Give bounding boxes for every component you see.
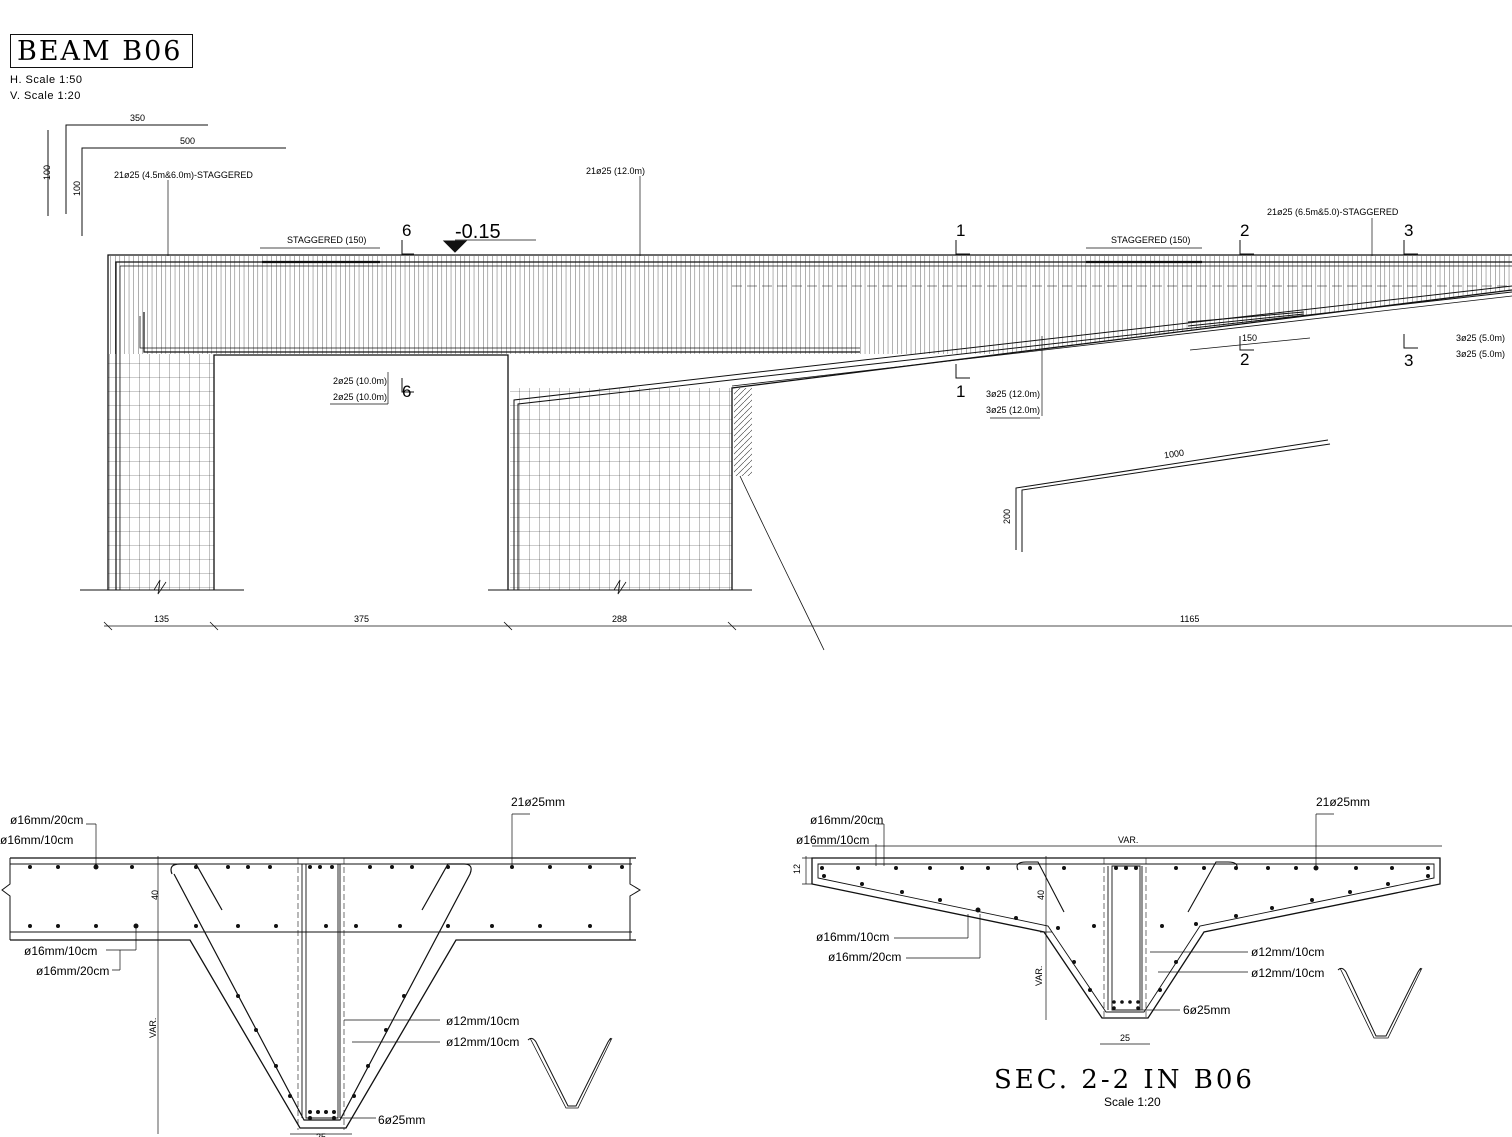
sec1-label-r2: ø12mm/10cm xyxy=(446,1035,519,1049)
section-1-rebar-dots xyxy=(28,864,624,1120)
sec1-top-bar: 21ø25mm xyxy=(511,795,565,809)
bar-b1: 2ø25 (10.0m) xyxy=(333,376,387,386)
section-2-drawing xyxy=(802,813,1442,1045)
sec2-caption: SEC. 2-2 IN B06 xyxy=(994,1065,1255,1095)
bar-b6: 3ø25 (5.0m) xyxy=(1456,349,1505,359)
span-2: 375 xyxy=(354,614,369,624)
section-1-labels: 21ø25mm ø16mm/20cm ø16mm/10cm ø16mm/10cm… xyxy=(0,795,565,1137)
sec2-label-l4: ø16mm/20cm xyxy=(828,950,901,964)
title-box xyxy=(10,34,193,68)
sec1-label-l2: ø16mm/10cm xyxy=(0,833,73,847)
drawing-title: BEAM B06 xyxy=(17,36,183,67)
section-mark-3-bottom: 3 xyxy=(1404,351,1413,370)
bar-b3: 3ø25 (12.0m) xyxy=(986,389,1040,399)
section-mark-1-bottom: 1 xyxy=(956,382,965,401)
section-mark-2-bottom: 2 xyxy=(1240,350,1249,369)
span-4: 1165 xyxy=(1180,614,1199,624)
vertical-scale: V. Scale 1:20 xyxy=(10,90,81,102)
span-1: 135 xyxy=(154,614,169,624)
section-mark-6-top: 6 xyxy=(402,221,411,240)
bar-b5: 3ø25 (5.0m) xyxy=(1456,333,1505,343)
section-1-drawing xyxy=(1,813,641,1135)
sec2-label-l3: ø16mm/10cm xyxy=(816,930,889,944)
beam-elevation xyxy=(47,124,1512,651)
section-2-rebar-dots xyxy=(820,865,1430,1010)
section-mark-3-top: 3 xyxy=(1404,221,1413,240)
sec2-dim-40: 40 xyxy=(1036,890,1046,900)
sec2-dim-12: 12 xyxy=(792,864,802,874)
sec2-label-r2: ø12mm/10cm xyxy=(1251,966,1324,980)
sec2-dim-25: 25 xyxy=(1120,1033,1130,1043)
sec2-top-bar: 21ø25mm xyxy=(1316,795,1370,809)
sec1-dim-25: 25 xyxy=(316,1132,326,1137)
sec1-label-l1: ø16mm/20cm xyxy=(10,813,83,827)
span-3: 288 xyxy=(612,614,627,624)
sec2-label-r1: ø12mm/10cm xyxy=(1251,945,1324,959)
bar-b2: 2ø25 (10.0m) xyxy=(333,392,387,402)
sec1-dim-40: 40 xyxy=(150,890,160,900)
sec1-dim-var: VAR. xyxy=(148,1018,158,1038)
staggered-right: STAGGERED (150) xyxy=(1111,235,1190,245)
sec2-label-l2: ø16mm/10cm xyxy=(796,833,869,847)
sec2-caption-scale: Scale 1:20 xyxy=(1104,1095,1161,1109)
sec1-bottom-bars: 6ø25mm xyxy=(378,1113,425,1127)
dim-500: 500 xyxy=(180,136,195,146)
sec2-dim-var: VAR. xyxy=(1034,966,1044,986)
sec2-bottom-bars: 6ø25mm xyxy=(1183,1003,1230,1017)
dim-200: 200 xyxy=(1002,509,1012,524)
sec1-label-l4: ø16mm/20cm xyxy=(36,964,109,978)
sec2-dim-var-top: VAR. xyxy=(1118,835,1138,845)
section-mark-6-bottom: 6 xyxy=(402,382,411,401)
bar-top-left: 21ø25 (4.5m&6.0m)-STAGGERED xyxy=(114,170,253,180)
elevation-labels: -0.15 350 500 100 100 21ø25 (4.5m&6.0m)-… xyxy=(42,113,1505,624)
sec2-label-l1: ø16mm/20cm xyxy=(810,813,883,827)
section-2-labels: 21ø25mm ø16mm/20cm ø16mm/10cm ø16mm/10cm… xyxy=(792,795,1370,1109)
horizontal-scale: H. Scale 1:50 xyxy=(10,74,83,86)
dim-150: 150 xyxy=(1242,333,1257,343)
dim-1000: 1000 xyxy=(1163,448,1184,461)
dim-100a: 100 xyxy=(42,165,52,180)
dim-100b: 100 xyxy=(72,181,82,196)
bar-top-right: 21ø25 (6.5m&5.0)-STAGGERED xyxy=(1267,207,1399,217)
level-mark: -0.15 xyxy=(455,221,501,243)
sec1-label-l3: ø16mm/10cm xyxy=(24,944,97,958)
section-mark-2-top: 2 xyxy=(1240,221,1249,240)
section-mark-1-top: 1 xyxy=(956,221,965,240)
staggered-left: STAGGERED (150) xyxy=(287,235,366,245)
bar-b4: 3ø25 (12.0m) xyxy=(986,405,1040,415)
bar-top-mid: 21ø25 (12.0m) xyxy=(586,166,645,176)
dim-350: 350 xyxy=(130,113,145,123)
sec1-label-r1: ø12mm/10cm xyxy=(446,1014,519,1028)
